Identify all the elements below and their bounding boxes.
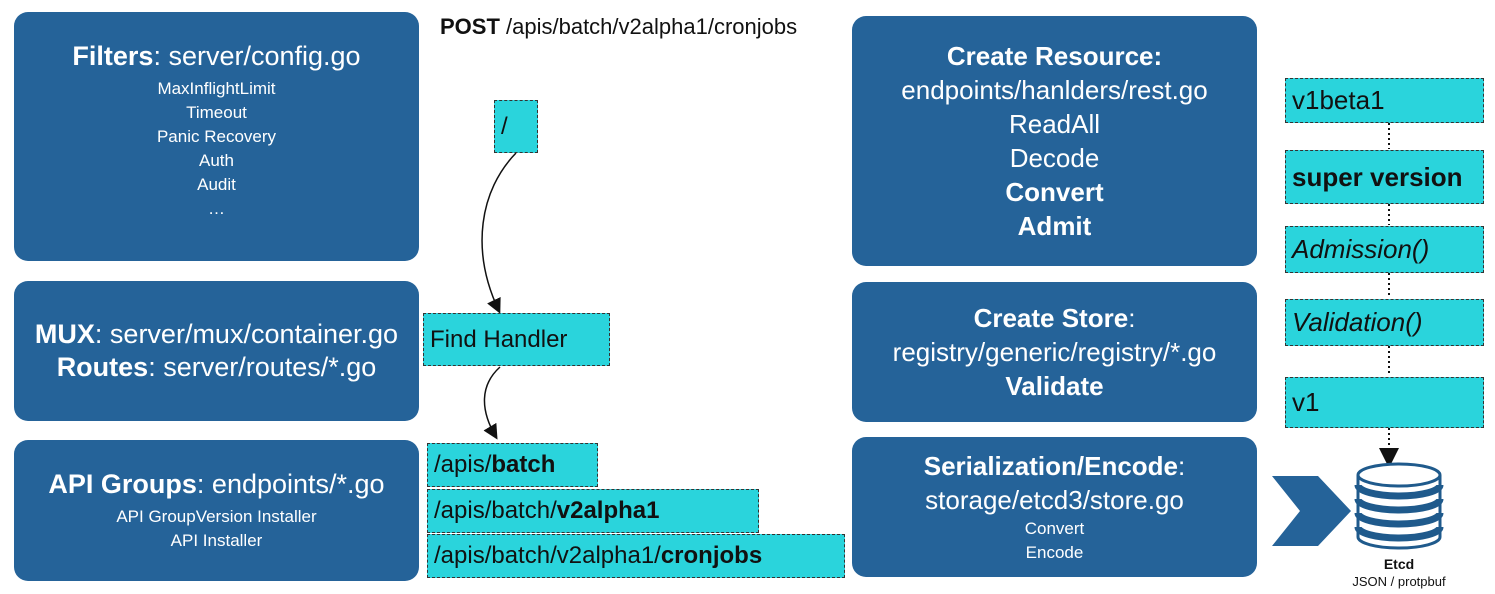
request-path: /apis/batch/v2alpha1/cronjobs bbox=[499, 14, 798, 39]
root-to-find-handler-arrow bbox=[481, 152, 517, 314]
filter-item: Auth bbox=[199, 151, 234, 170]
etcd-format: JSON / protpbuf bbox=[1352, 574, 1446, 589]
mux-line: MUX: server/mux/container.go bbox=[34, 319, 399, 349]
validation-step: Validation() bbox=[1285, 299, 1484, 346]
path-box-cronjobs: /apis/batch/v2alpha1/cronjobs bbox=[427, 534, 845, 578]
serialization-step: Convert bbox=[1024, 519, 1085, 538]
create-resource-step: ReadAll bbox=[1008, 109, 1101, 139]
api-groups-item: API GroupVersion Installer bbox=[116, 507, 317, 526]
etcd-label: Etcd bbox=[1383, 556, 1415, 572]
api-groups-box: API Groups: endpoints/*.go API GroupVers… bbox=[14, 440, 419, 581]
version-v1beta1: v1beta1 bbox=[1285, 78, 1484, 123]
root-path-box: / bbox=[494, 100, 538, 153]
create-resource-box: Create Resource: endpoints/hanlders/rest… bbox=[852, 16, 1257, 266]
create-store-box: Create Store: registry/generic/registry/… bbox=[852, 282, 1257, 422]
serialization-step: Encode bbox=[1025, 543, 1084, 562]
api-groups-title: API Groups: endpoints/*.go bbox=[48, 469, 385, 499]
version-v1: v1 bbox=[1285, 377, 1484, 428]
filters-box: Filters: server/config.go MaxInflightLim… bbox=[14, 12, 419, 261]
api-groups-item: API Installer bbox=[170, 531, 263, 550]
filter-item: Panic Recovery bbox=[156, 127, 277, 146]
request-method: POST bbox=[440, 14, 500, 39]
create-resource-title: Create Resource: bbox=[946, 41, 1163, 71]
request-label: POST /apis/batch/v2alpha1/cronjobs bbox=[440, 14, 797, 40]
create-store-file: registry/generic/registry/*.go bbox=[892, 337, 1217, 367]
database-icon bbox=[1354, 462, 1444, 550]
create-resource-step: Admit bbox=[1017, 211, 1092, 241]
create-store-title: Create Store: bbox=[973, 303, 1136, 333]
to-etcd-chevron bbox=[1272, 476, 1351, 546]
create-resource-file: endpoints/hanlders/rest.go bbox=[901, 75, 1208, 105]
version-super: super version bbox=[1285, 150, 1484, 204]
filters-title: Filters: server/config.go bbox=[72, 41, 361, 71]
routes-line: Routes: server/routes/*.go bbox=[56, 352, 377, 382]
serialization-title: Serialization/Encode: bbox=[923, 451, 1186, 481]
path-box-batch: /apis/batch bbox=[427, 443, 598, 487]
serialization-box: Serialization/Encode: storage/etcd3/stor… bbox=[852, 437, 1257, 577]
create-resource-step: Convert bbox=[1005, 177, 1104, 207]
create-store-step: Validate bbox=[1005, 371, 1104, 401]
find-handler-to-apis-arrow bbox=[483, 366, 501, 440]
serialization-file: storage/etcd3/store.go bbox=[925, 485, 1184, 515]
create-resource-step: Decode bbox=[1009, 143, 1100, 173]
path-box-v2alpha1: /apis/batch/v2alpha1 bbox=[427, 489, 759, 533]
filter-item: … bbox=[208, 199, 225, 218]
find-handler-box: Find Handler bbox=[423, 313, 610, 366]
filter-item: MaxInflightLimit bbox=[157, 79, 276, 98]
filter-item: Audit bbox=[197, 175, 236, 194]
admission-step: Admission() bbox=[1285, 226, 1484, 273]
filter-item: Timeout bbox=[186, 103, 247, 122]
mux-box: MUX: server/mux/container.go Routes: ser… bbox=[14, 281, 419, 421]
